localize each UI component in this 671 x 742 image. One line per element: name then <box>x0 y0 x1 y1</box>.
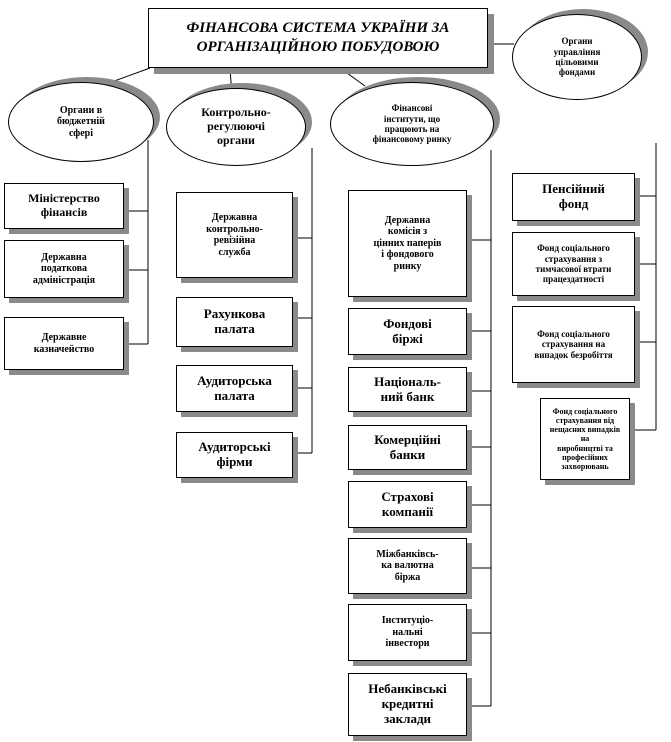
market-item-insurance-companies: Страхові компанії <box>348 481 467 528</box>
diagram-title: ФІНАНСОВА СИСТЕМА УКРАЇНИ ЗА ОРГАНІЗАЦІЙ… <box>148 8 488 68</box>
control-item-accounts-chamber: Рахункова палата <box>176 297 293 347</box>
fund-item-temporary-disability: Фонд соціального страхування з тимчасово… <box>512 232 635 296</box>
fund-item-unemployment: Фонд соціального страхування на випадок … <box>512 306 635 383</box>
market-item-national-bank: Національ- ний банк <box>348 367 467 412</box>
group-funds-ellipse: Органи управління цільовими фондами <box>512 14 642 100</box>
group-control-ellipse: Контрольно- регулюючі органи <box>166 88 306 166</box>
group-institutes-ellipse: Фінансові інститути, що працюють на фіна… <box>330 82 494 166</box>
market-item-interbank-currency-exchange: Міжбанківсь- ка валютна біржа <box>348 538 467 594</box>
budget-item-treasury: Державне казначейство <box>4 317 124 370</box>
market-item-institutional-investors: Інституціо- нальні інвестори <box>348 604 467 661</box>
control-item-audit-chamber: Аудиторська палата <box>176 365 293 412</box>
fund-item-industrial-accidents: Фонд соціального страхування від нещасни… <box>540 398 630 480</box>
budget-item-ministry-of-finance: Міністерство фінансів <box>4 183 124 229</box>
group-budget-ellipse: Органи в бюджетній сфері <box>8 82 154 162</box>
fund-item-pension-fund: Пенсійний фонд <box>512 173 635 221</box>
control-item-audit-service: Державна контрольно- ревізійна служба <box>176 192 293 278</box>
market-item-commercial-banks: Комерційні банки <box>348 425 467 470</box>
budget-item-tax-administration: Державна податкова адміністрація <box>4 240 124 298</box>
market-item-non-bank-credit-institutions: Небанківські кредитні заклади <box>348 673 467 736</box>
market-item-stock-exchanges: Фондові біржі <box>348 308 467 355</box>
market-item-securities-commission: Державна комісія з цінних паперів і фонд… <box>348 190 467 297</box>
control-item-audit-firms: Аудиторські фірми <box>176 432 293 478</box>
